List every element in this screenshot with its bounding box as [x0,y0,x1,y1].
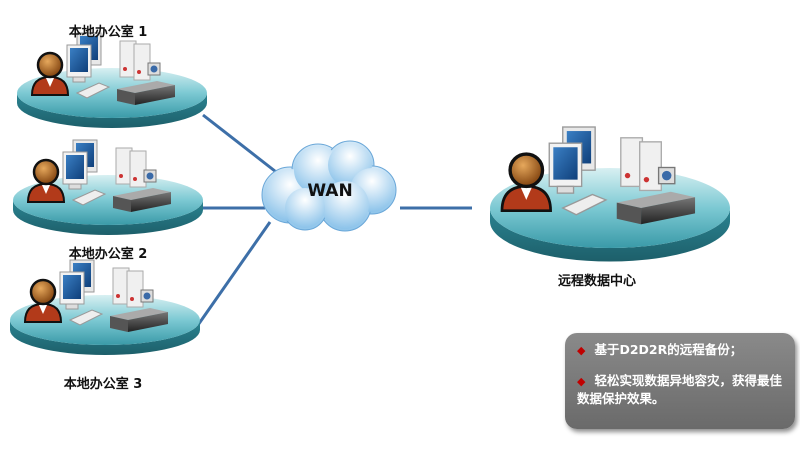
monitor-icon [548,126,596,194]
monitor-icon [66,32,102,83]
platform-side [490,208,730,262]
monitor-icon [59,259,95,310]
rack-server-icon [110,308,168,332]
diamond-bullet-icon: ◆ [577,344,586,357]
links [196,113,472,326]
platform-icon [13,175,203,225]
platform-icon [10,295,200,345]
office-1-label: 本地办公室 1 [68,25,148,40]
keyboard-icon [71,189,107,206]
feature-note-box: ◆基于D2D2R的远程备份； ◆轻松实现数据异地容灾，获得最佳数据保护效果。 [565,333,795,429]
platform-side [17,93,207,128]
wan-label: WAN [307,181,352,201]
platform-side [13,200,203,235]
office-1 [17,32,207,128]
cloud-icon [261,140,397,232]
user-icon [26,158,66,203]
keyboard-icon [68,309,104,326]
server-tower-icon [119,40,151,81]
datacenter-label: 远程数据中心 [557,274,637,289]
diamond-bullet-icon: ◆ [577,375,586,388]
wan-cloud: WAN [261,140,397,232]
note-item: ◆轻松实现数据异地容灾，获得最佳数据保护效果。 [577,373,782,406]
storage-icon [143,169,157,183]
server-tower-icon [115,147,147,188]
office-3 [10,259,200,355]
office-3-label: 本地办公室 3 [63,377,143,392]
server-tower-icon [112,267,144,308]
storage-icon [657,166,676,185]
keyboard-icon [75,82,111,99]
platform-icon [490,168,730,248]
note-item: ◆基于D2D2R的远程备份； [577,342,743,357]
keyboard-icon [561,193,608,216]
monitor-icon [62,139,98,190]
server-tower-icon [620,137,662,192]
storage-icon [140,289,154,303]
network-link [202,113,281,177]
user-icon [500,152,552,213]
network-link [196,221,272,326]
user-icon [23,278,63,323]
rack-server-icon [616,191,696,225]
storage-icon [147,62,161,76]
platform-icon [17,68,207,118]
rack-server-icon [117,81,175,105]
datacenter [490,126,730,262]
rack-server-icon [113,188,171,212]
office-2-label: 本地办公室 2 [68,247,148,262]
platform-side [10,320,200,355]
user-icon [30,51,70,96]
office-2 [13,139,203,235]
